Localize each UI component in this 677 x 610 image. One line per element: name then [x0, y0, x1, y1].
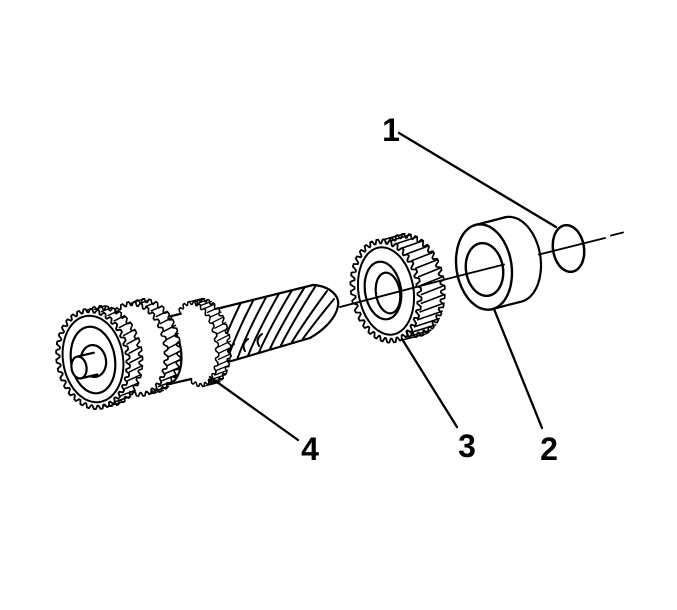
callout-label-2: 2 — [540, 431, 558, 467]
leader-line-3 — [400, 337, 459, 429]
part-4-countershaft-gear-cluster — [55, 283, 340, 411]
bearing-bore — [464, 242, 505, 297]
spline-groove-line — [268, 286, 306, 350]
spline-groove-line — [236, 296, 268, 360]
axis-segment — [538, 237, 606, 256]
axis-segment — [455, 263, 505, 278]
gear-a-root-ring — [61, 314, 125, 404]
callout-label-4: 4 — [301, 431, 319, 467]
washer-face — [551, 223, 586, 274]
axis-centerline — [339, 275, 458, 308]
gear3-bore — [374, 271, 402, 315]
parts-layer — [55, 131, 624, 442]
axis-centerline — [455, 263, 505, 278]
spline-groove-line — [247, 293, 280, 357]
spline-groove-line — [301, 298, 335, 341]
spline-groove-line — [290, 290, 328, 344]
spline-groove-end — [242, 338, 249, 352]
part-1-thrust-washer — [551, 223, 586, 274]
part-2-bearing — [454, 215, 543, 311]
gear3-face-ring — [363, 260, 403, 321]
gear3-root-ring — [357, 246, 415, 336]
callout-label-3: 3 — [458, 428, 476, 464]
axis-segment — [339, 275, 458, 308]
leader-line-1 — [397, 131, 558, 229]
spline-groove-end — [256, 333, 263, 347]
part-3-helical-gear — [349, 233, 446, 344]
axis-dash — [610, 231, 624, 237]
callout-label-1: 1 — [382, 112, 400, 148]
callout-leaders — [208, 131, 558, 442]
leader-line-4 — [208, 375, 300, 442]
leader-line-2 — [492, 307, 544, 430]
axis-centerline — [538, 231, 624, 256]
spline-groove-line — [258, 289, 293, 353]
spline-groove-line — [279, 284, 317, 347]
stub-end-cap — [70, 355, 88, 380]
